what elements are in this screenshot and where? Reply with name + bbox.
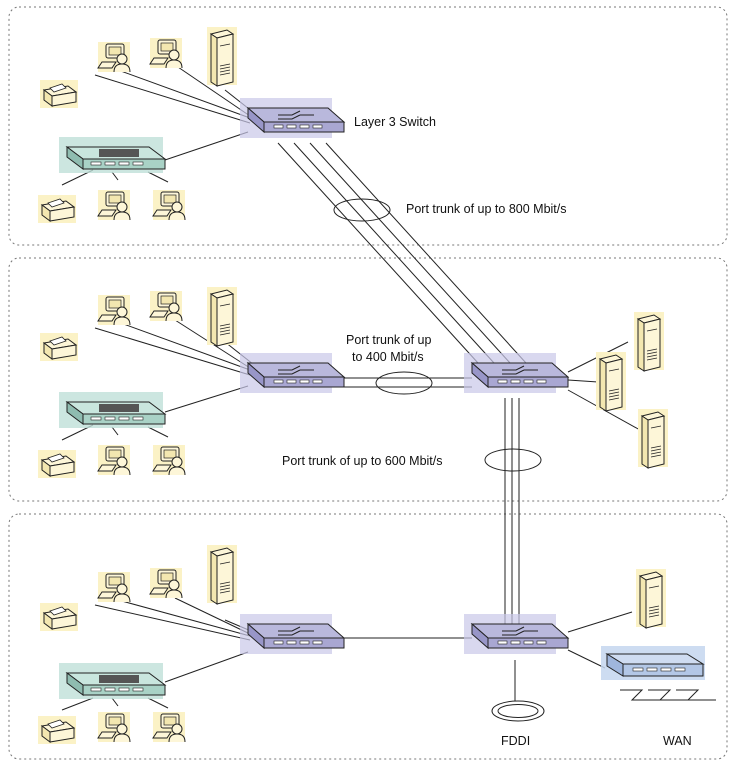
label-trunk-600: Port trunk of up to 600 Mbit/s (282, 454, 443, 468)
workstation-icon (97, 444, 131, 476)
server-icon (637, 408, 669, 469)
server-icon (206, 286, 238, 347)
label-trunk-400-line2: to 400 Mbit/s (352, 350, 424, 364)
server-icon (633, 311, 665, 372)
hub-icon (58, 662, 166, 700)
printer-icon (39, 79, 79, 109)
trunk-800-ellipse (333, 198, 391, 222)
workstation-icon (97, 294, 131, 326)
layer3-switch-icon (239, 97, 345, 139)
zone-top (8, 6, 728, 246)
workstation-icon (97, 571, 131, 603)
workstation-icon (149, 37, 183, 69)
layer3-switch-icon (239, 352, 345, 394)
label-trunk-800: Port trunk of up to 800 Mbit/s (406, 202, 567, 216)
workstation-icon (152, 444, 186, 476)
printer-icon (37, 715, 77, 745)
workstation-icon (97, 711, 131, 743)
server-icon (206, 26, 238, 87)
printer-icon (39, 602, 79, 632)
server-icon (595, 351, 627, 412)
zone-bottom (8, 513, 728, 760)
layer3-switch-icon (463, 613, 569, 655)
workstation-icon (97, 41, 131, 73)
label-fddi: FDDI (501, 734, 530, 748)
label-trunk-400-line1: Port trunk of up (346, 333, 432, 347)
label-layer3-switch: Layer 3 Switch (354, 115, 436, 129)
trunk-600-ellipse (484, 448, 542, 472)
hub-icon (58, 391, 166, 429)
printer-icon (39, 332, 79, 362)
printer-icon (37, 194, 77, 224)
zone-middle (8, 257, 728, 502)
wan-link-icon (620, 689, 716, 701)
fddi-ring-icon (491, 700, 545, 722)
server-icon (635, 568, 667, 629)
workstation-icon (149, 567, 183, 599)
wan-router-icon (600, 645, 706, 681)
trunk-400-ellipse (375, 371, 433, 395)
layer3-switch-icon (239, 613, 345, 655)
workstation-icon (97, 189, 131, 221)
printer-icon (37, 449, 77, 479)
workstation-icon (152, 189, 186, 221)
workstation-icon (152, 711, 186, 743)
hub-icon (58, 136, 166, 174)
label-wan: WAN (663, 734, 692, 748)
connections (61, 64, 641, 711)
server-icon (206, 544, 238, 605)
workstation-icon (149, 290, 183, 322)
layer3-switch-icon (463, 352, 569, 394)
